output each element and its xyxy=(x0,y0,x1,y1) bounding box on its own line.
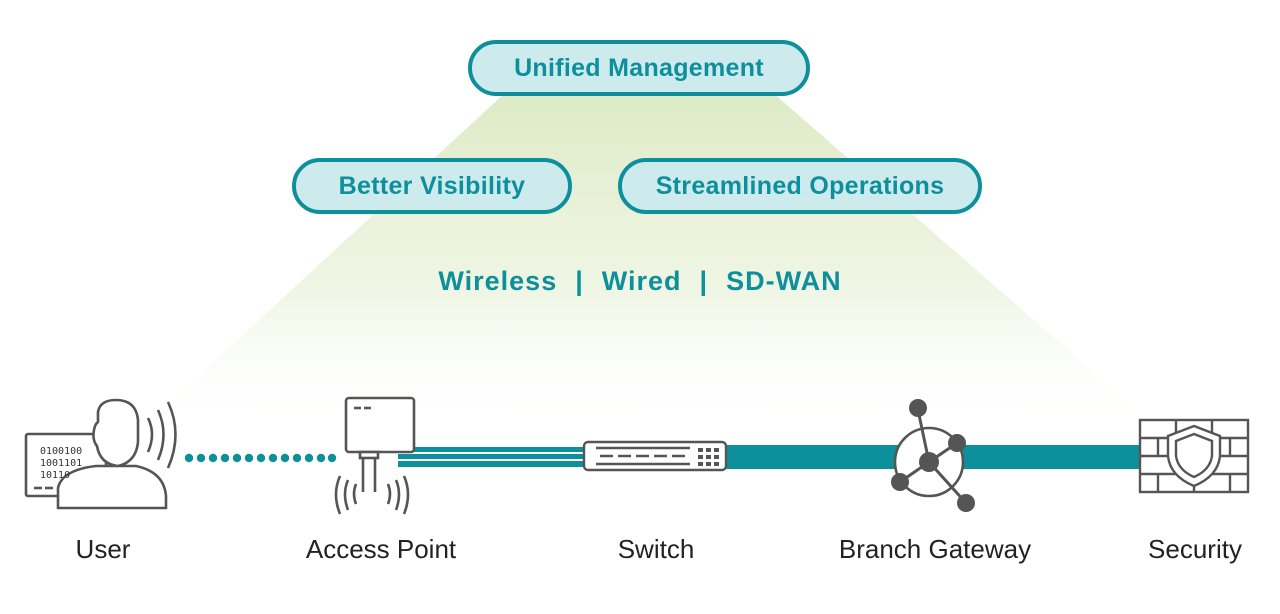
streamlined-operations-pill: Streamlined Operations xyxy=(618,158,982,214)
user-label: User xyxy=(75,534,131,564)
unified-management-pill: Unified Management xyxy=(468,40,810,96)
better-visibility-pill: Better Visibility xyxy=(292,158,572,214)
management-beam xyxy=(140,92,1160,430)
better-visibility-label: Better Visibility xyxy=(338,171,526,200)
security-label: Security xyxy=(1148,534,1242,564)
access-point-label: Access Point xyxy=(305,534,457,564)
tech-separator: | xyxy=(699,266,709,296)
switch-icon xyxy=(582,440,728,472)
svg-text:1001101: 1001101 xyxy=(40,458,82,469)
svg-text:10110: 10110 xyxy=(40,470,70,481)
switch-label: Switch xyxy=(617,534,695,564)
tech-separator: | xyxy=(575,266,584,296)
branch-gateway-label: Branch Gateway xyxy=(838,534,1032,564)
streamlined-operations-label: Streamlined Operations xyxy=(655,171,945,200)
unified-management-label: Unified Management xyxy=(514,53,764,82)
tech-sdwan: SD-WAN xyxy=(726,266,842,296)
user-icon xyxy=(24,398,177,510)
wireless-link xyxy=(184,453,337,463)
branch-gateway-icon xyxy=(891,399,975,512)
technology-list: Wireless | Wired | SD-WAN xyxy=(0,266,1280,297)
access-point-icon xyxy=(334,396,416,515)
firewall-shield-icon xyxy=(1138,418,1250,494)
tech-wireless: Wireless xyxy=(438,266,558,296)
wired-link xyxy=(398,447,588,467)
svg-text:0100100: 0100100 xyxy=(40,446,82,457)
tech-wired: Wired xyxy=(601,266,682,296)
user-screen-binary: 0100100 1001101 10110 xyxy=(40,446,82,481)
